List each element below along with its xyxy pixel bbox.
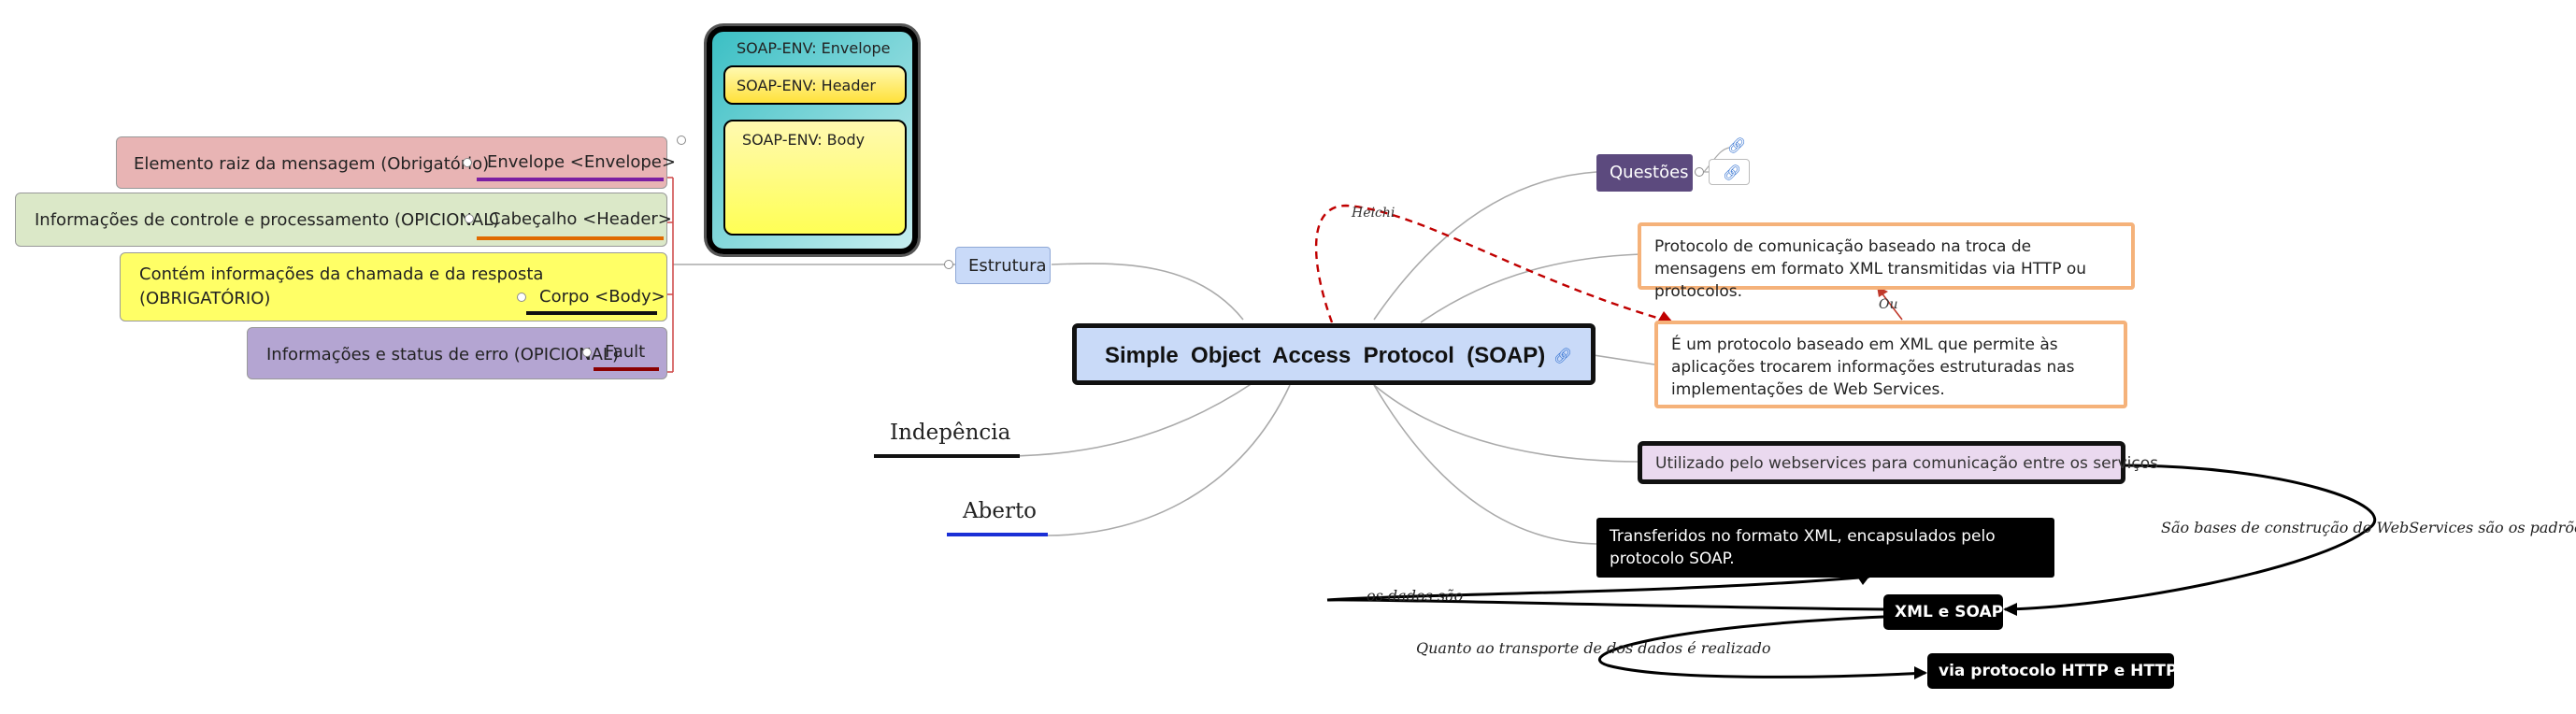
body-block: SOAP-ENV: Body — [723, 120, 907, 236]
aberto-label[interactable]: Aberto — [963, 499, 1038, 523]
questoes-toggle[interactable] — [1695, 167, 1704, 177]
item-body[interactable]: Contém informações da chamada e da respo… — [120, 252, 667, 321]
item-fault-tag: Fault — [605, 342, 646, 362]
rel-bases-arrowhead — [2003, 603, 2017, 616]
questoes-node[interactable]: Questões — [1596, 154, 1693, 192]
independencia-label[interactable]: Indepência — [890, 421, 1011, 445]
http-node[interactable]: via protocolo HTTP e HTTPS — [1927, 653, 2189, 689]
link-independencia — [1001, 382, 1253, 457]
item-envelope-underline — [477, 178, 664, 181]
link-card[interactable]: 🔗︎ — [1709, 159, 1750, 185]
aberto-underline — [947, 533, 1048, 536]
link-def1 — [1420, 253, 1641, 323]
central-title: Simple Object Access Protocol (SOAP) — [1105, 343, 1546, 368]
item-body-tag: Corpo <Body> — [539, 287, 665, 307]
usage-node[interactable]: Utilizado pelo webservices para comunica… — [1638, 441, 2158, 484]
definition-1-text: Protocolo de comunicação baseado na troc… — [1654, 237, 2087, 301]
item-body-toggle[interactable] — [517, 293, 526, 302]
body-label: SOAP-ENV: Body — [742, 131, 866, 149]
link-icon[interactable]: 🔗︎ — [1723, 164, 1742, 181]
link-icon[interactable]: 🔗︎ — [1727, 136, 1747, 154]
item-envelope-tag: Envelope <Envelope> — [487, 152, 676, 172]
rel-dados-curve — [1326, 575, 1884, 611]
item-fault-toggle[interactable] — [582, 348, 592, 357]
link-estrutura — [1051, 263, 1244, 321]
link-usage — [1373, 384, 1639, 463]
soap-envelope-diagram: SOAP-ENV: Envelope SOAP-ENV: Header SOAP… — [707, 26, 918, 254]
item-header[interactable]: Informações de controle e processamento … — [15, 193, 672, 247]
http-label: via protocolo HTTP e HTTPS — [1939, 662, 2189, 680]
ou-label: Ou — [1879, 297, 1898, 312]
item-envelope-desc: Elemento raiz da mensagem (Obrigatório) — [134, 154, 490, 174]
xml-soap-label: XML e SOAP — [1895, 603, 2004, 621]
link-questoes — [1373, 171, 1597, 321]
link-aberto — [1046, 384, 1291, 536]
heichi-label: Heichi — [1352, 206, 1395, 221]
item-header-desc: Informações de controle e processamento … — [35, 210, 500, 230]
central-topic[interactable]: Simple Object Access Protocol (SOAP) 🔗︎ — [1072, 323, 1596, 385]
item-body-underline — [526, 311, 657, 315]
estrutura-toggle[interactable] — [944, 260, 953, 269]
rel-bases-curve — [2004, 464, 2377, 611]
item-header-toggle[interactable] — [465, 214, 474, 223]
link-icon[interactable]: 🔗︎ — [1553, 347, 1573, 364]
heichi-dashed-arrow — [1314, 204, 1674, 324]
definition-2-text: É um protocolo baseado em XML que permit… — [1671, 336, 2075, 399]
transfer-text: Transferidos no formato XML, encapsulado… — [1610, 527, 1996, 568]
xml-soap-node[interactable]: XML e SOAP — [1883, 594, 2003, 630]
definition-1[interactable]: Protocolo de comunicação baseado na troc… — [1638, 222, 2135, 301]
item-envelope-toggle[interactable] — [463, 158, 472, 167]
estrutura-node[interactable]: Estrutura — [955, 247, 1051, 284]
heichi-arrowhead — [1658, 311, 1673, 322]
usage-text: Utilizado pelo webservices para comunica… — [1655, 454, 2158, 473]
item-body-desc-2: (OBRIGATÓRIO) — [139, 289, 271, 308]
item-fault[interactable]: Informações e status de erro (OPICIONAL)… — [247, 327, 667, 379]
definition-2[interactable]: É um protocolo baseado em XML que permit… — [1654, 321, 2127, 408]
item-fault-underline — [594, 367, 659, 371]
item-body-desc-1: Contém informações da chamada e da respo… — [139, 264, 544, 284]
item-header-underline — [477, 236, 664, 240]
header-block: SOAP-ENV: Header — [723, 65, 907, 105]
rel-dados-label: os dados são — [1367, 587, 1464, 605]
collapse-toggle[interactable] — [677, 136, 686, 145]
link-def2 — [1593, 354, 1655, 365]
independencia-underline — [874, 454, 1020, 458]
questoes-label: Questões — [1610, 163, 1689, 182]
item-fault-desc: Informações e status de erro (OPICIONAL) — [266, 345, 619, 364]
rel-bases-label: São bases de construção do WebServices s… — [2161, 519, 2576, 536]
item-envelope[interactable]: Elemento raiz da mensagem (Obrigatório) … — [116, 136, 676, 189]
rel-transporte-curve — [1597, 615, 1926, 678]
header-label: SOAP-ENV: Header — [737, 77, 876, 94]
rel-transporte-label: Quanto ao transporte de dos dados é real… — [1416, 639, 1771, 657]
envelope-label: SOAP-ENV: Envelope — [737, 39, 891, 57]
link-transfer — [1373, 384, 1597, 545]
estrutura-label: Estrutura — [968, 256, 1047, 276]
transfer-node[interactable]: Transferidos no formato XML, encapsulado… — [1596, 518, 2054, 578]
rel-transporte-arrowhead — [1914, 666, 1927, 679]
item-header-tag: Cabeçalho <Header> — [489, 209, 672, 229]
